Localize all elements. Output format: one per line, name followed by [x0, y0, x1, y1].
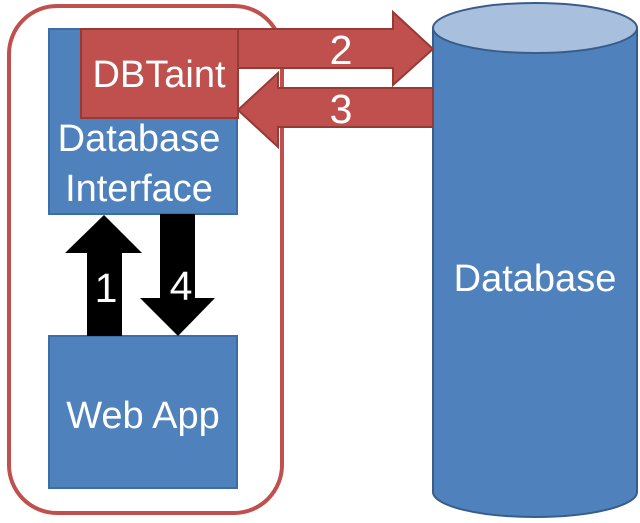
dbtaint-label: DBTaint — [92, 54, 225, 96]
arrow-1-up — [65, 215, 142, 336]
web-app-node: Web App — [48, 335, 238, 489]
arrow-4: 4 — [140, 214, 215, 336]
web-app-box — [48, 335, 238, 489]
dbtaint-box — [80, 28, 239, 119]
arrow-3-label: 3 — [330, 86, 353, 132]
arrow-3-left — [236, 70, 434, 150]
database-interface-label-line1: Database — [58, 118, 221, 160]
database-cylinder-top — [432, 2, 638, 54]
database-label: Database — [454, 258, 617, 300]
arrow-4-label: 4 — [170, 263, 193, 309]
arrow-2: 2 — [237, 9, 435, 88]
database-cylinder-body — [432, 27, 638, 518]
arrow-4-down — [140, 214, 215, 336]
database-interface-label-line2: Interface — [65, 168, 213, 210]
arrow-1: 1 — [65, 215, 142, 336]
arrow-3: 3 — [236, 70, 434, 150]
dbtaint-node: DBTaint — [80, 28, 239, 119]
arrow-2-right — [237, 9, 435, 88]
database-interface-node: Database Interface — [48, 28, 238, 215]
arrow-1-label: 1 — [95, 265, 118, 311]
database-cylinder: Database — [432, 2, 638, 518]
arrow-2-label: 2 — [330, 27, 353, 73]
web-app-label: Web App — [66, 395, 220, 437]
